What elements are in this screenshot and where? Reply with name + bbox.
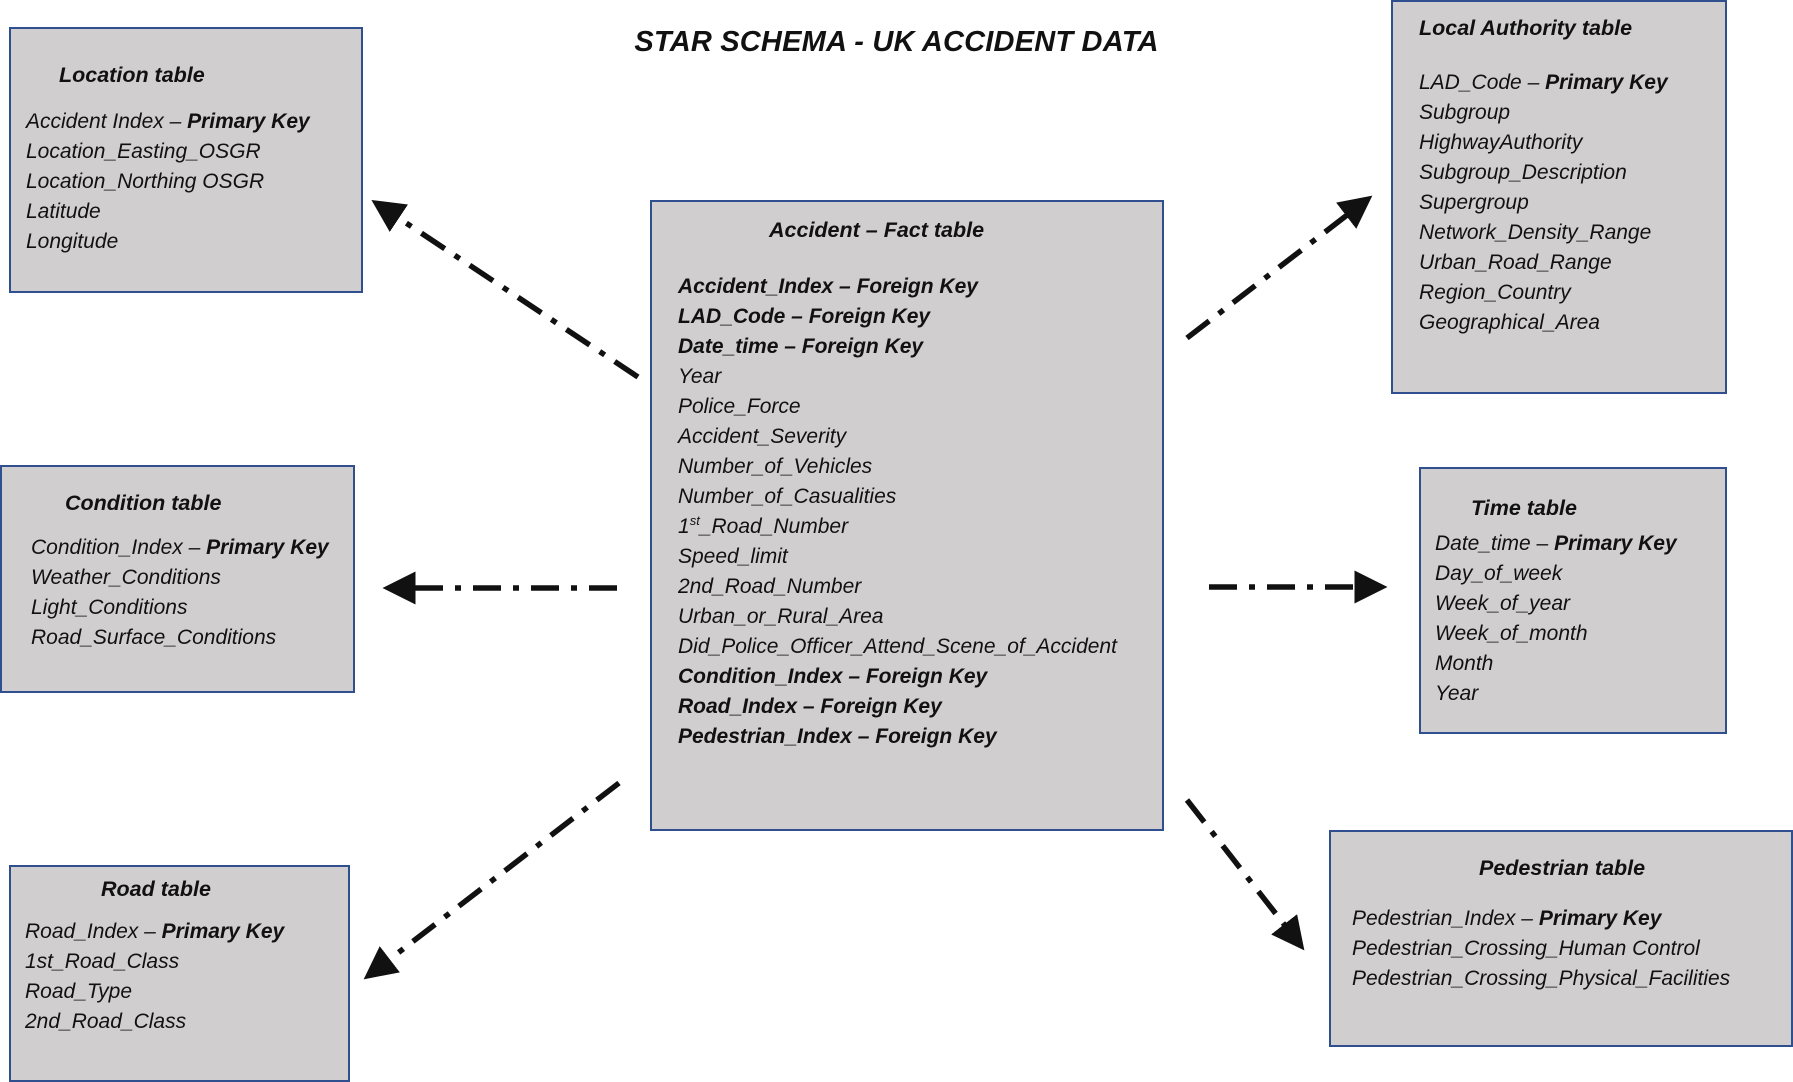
location-field-northing: Location_Northing OSGR <box>26 170 265 193</box>
la-field-urban-road-range: Urban_Road_Range <box>1419 251 1612 274</box>
location-table: Location table Accident Index – Primary … <box>9 27 363 293</box>
condition-field-condition-index: Condition_Index – Primary Key <box>31 536 329 559</box>
fact-field-road-index: Road_Index – Foreign Key <box>678 695 942 718</box>
fact-field-lad-code: LAD_Code – Foreign Key <box>678 305 931 328</box>
fact-field-number-of-vehicles: Number_of_Vehicles <box>678 455 873 478</box>
fact-field-list: Accident_Index – Foreign Key LAD_Code – … <box>678 272 1117 752</box>
fact-field-year: Year <box>678 365 722 388</box>
arrow-to-pedestrian <box>1184 798 1305 951</box>
la-field-network-density-range: Network_Density_Range <box>1419 221 1652 244</box>
la-field-region-country: Region_Country <box>1419 281 1571 304</box>
la-field-supergroup: Supergroup <box>1419 191 1529 214</box>
pedestrian-field-list: Pedestrian_Index – Primary Key Pedestria… <box>1352 904 1730 994</box>
location-field-accident-index: Accident Index – Primary Key <box>26 110 310 133</box>
time-table: Time table Date_time – Primary Key Day_o… <box>1419 467 1727 734</box>
condition-table-header: Condition table <box>65 491 222 515</box>
fact-field-pedestrian-index: Pedestrian_Index – Foreign Key <box>678 725 997 748</box>
la-field-highway-authority: HighwayAuthority <box>1419 131 1583 154</box>
arrow-to-road <box>363 780 621 980</box>
fact-field-date-time: Date_time – Foreign Key <box>678 335 924 358</box>
time-field-week-of-month: Week_of_month <box>1435 622 1588 645</box>
fact-field-accident-severity: Accident_Severity <box>678 425 847 448</box>
arrow-to-local-authority <box>1185 195 1373 341</box>
pedestrian-field-physical-facilities: Pedestrian_Crossing_Physical_Facilities <box>1352 967 1731 990</box>
diagram-title: STAR SCHEMA - UK ACCIDENT DATA <box>634 26 1159 58</box>
la-field-geographical-area: Geographical_Area <box>1419 311 1600 334</box>
la-field-subgroup-description: Subgroup_Description <box>1419 161 1627 184</box>
fact-field-police-attend: Did_Police_Officer_Attend_Scene_of_Accid… <box>678 635 1117 658</box>
road-field-2nd-road-class: 2nd_Road_Class <box>25 1010 187 1033</box>
fact-field-condition-index: Condition_Index – Foreign Key <box>678 665 988 688</box>
accident-fact-table: Accident – Fact table Accident_Index – F… <box>650 200 1164 831</box>
location-field-easting: Location_Easting_OSGR <box>26 140 261 163</box>
road-table-header: Road table <box>101 877 211 901</box>
pedestrian-table-header: Pedestrian table <box>1479 856 1646 880</box>
condition-field-road-surface: Road_Surface_Conditions <box>31 626 277 649</box>
pedestrian-field-human-control: Pedestrian_Crossing_Human Control <box>1352 937 1700 960</box>
location-field-longitude: Longitude <box>26 230 119 253</box>
condition-table: Condition table Condition_Index – Primar… <box>0 465 355 693</box>
condition-field-weather: Weather_Conditions <box>31 566 221 589</box>
la-field-lad-code: LAD_Code – Primary Key <box>1419 71 1668 94</box>
pedestrian-field-pedestrian-index: Pedestrian_Index – Primary Key <box>1352 907 1662 930</box>
condition-field-light: Light_Conditions <box>31 596 188 619</box>
time-field-month: Month <box>1435 652 1494 675</box>
road-field-1st-road-class: 1st_Road_Class <box>25 950 180 973</box>
time-field-list: Date_time – Primary Key Day_of_week Week… <box>1435 529 1677 709</box>
fact-field-number-of-casualities: Number_of_Casualities <box>678 485 897 508</box>
arrow-to-location <box>371 199 640 380</box>
road-field-road-type: Road_Type <box>25 980 133 1003</box>
fact-field-1st-road-number: 1st_Road_Number <box>678 513 849 538</box>
time-field-week-of-year: Week_of_year <box>1435 592 1571 615</box>
location-field-list: Accident Index – Primary Key Location_Ea… <box>26 107 310 257</box>
condition-field-list: Condition_Index – Primary Key Weather_Co… <box>31 533 329 653</box>
road-field-list: Road_Index – Primary Key 1st_Road_Class … <box>25 917 284 1037</box>
local-authority-table: Local Authority table LAD_Code – Primary… <box>1391 0 1727 394</box>
fact-field-speed-limit: Speed_limit <box>678 545 788 568</box>
time-field-day-of-week: Day_of_week <box>1435 562 1563 585</box>
location-table-header: Location table <box>59 63 205 87</box>
time-field-year: Year <box>1435 682 1479 705</box>
fact-table-header: Accident – Fact table <box>769 218 985 242</box>
road-field-road-index: Road_Index – Primary Key <box>25 920 285 943</box>
fact-field-police-force: Police_Force <box>678 395 801 418</box>
road-table: Road table Road_Index – Primary Key 1st_… <box>9 865 350 1082</box>
time-field-date-time: Date_time – Primary Key <box>1435 532 1677 555</box>
fact-field-2nd-road-number: 2nd_Road_Number <box>678 575 862 598</box>
time-table-header: Time table <box>1471 496 1577 520</box>
la-field-subgroup: Subgroup <box>1419 101 1511 124</box>
fact-field-urban-or-rural-area: Urban_or_Rural_Area <box>678 605 884 628</box>
fact-field-accident-index: Accident_Index – Foreign Key <box>678 275 978 298</box>
pedestrian-table: Pedestrian table Pedestrian_Index – Prim… <box>1329 830 1793 1047</box>
location-field-latitude: Latitude <box>26 200 101 223</box>
local-authority-table-header: Local Authority table <box>1419 16 1633 40</box>
local-authority-field-list: LAD_Code – Primary Key Subgroup HighwayA… <box>1419 68 1668 338</box>
